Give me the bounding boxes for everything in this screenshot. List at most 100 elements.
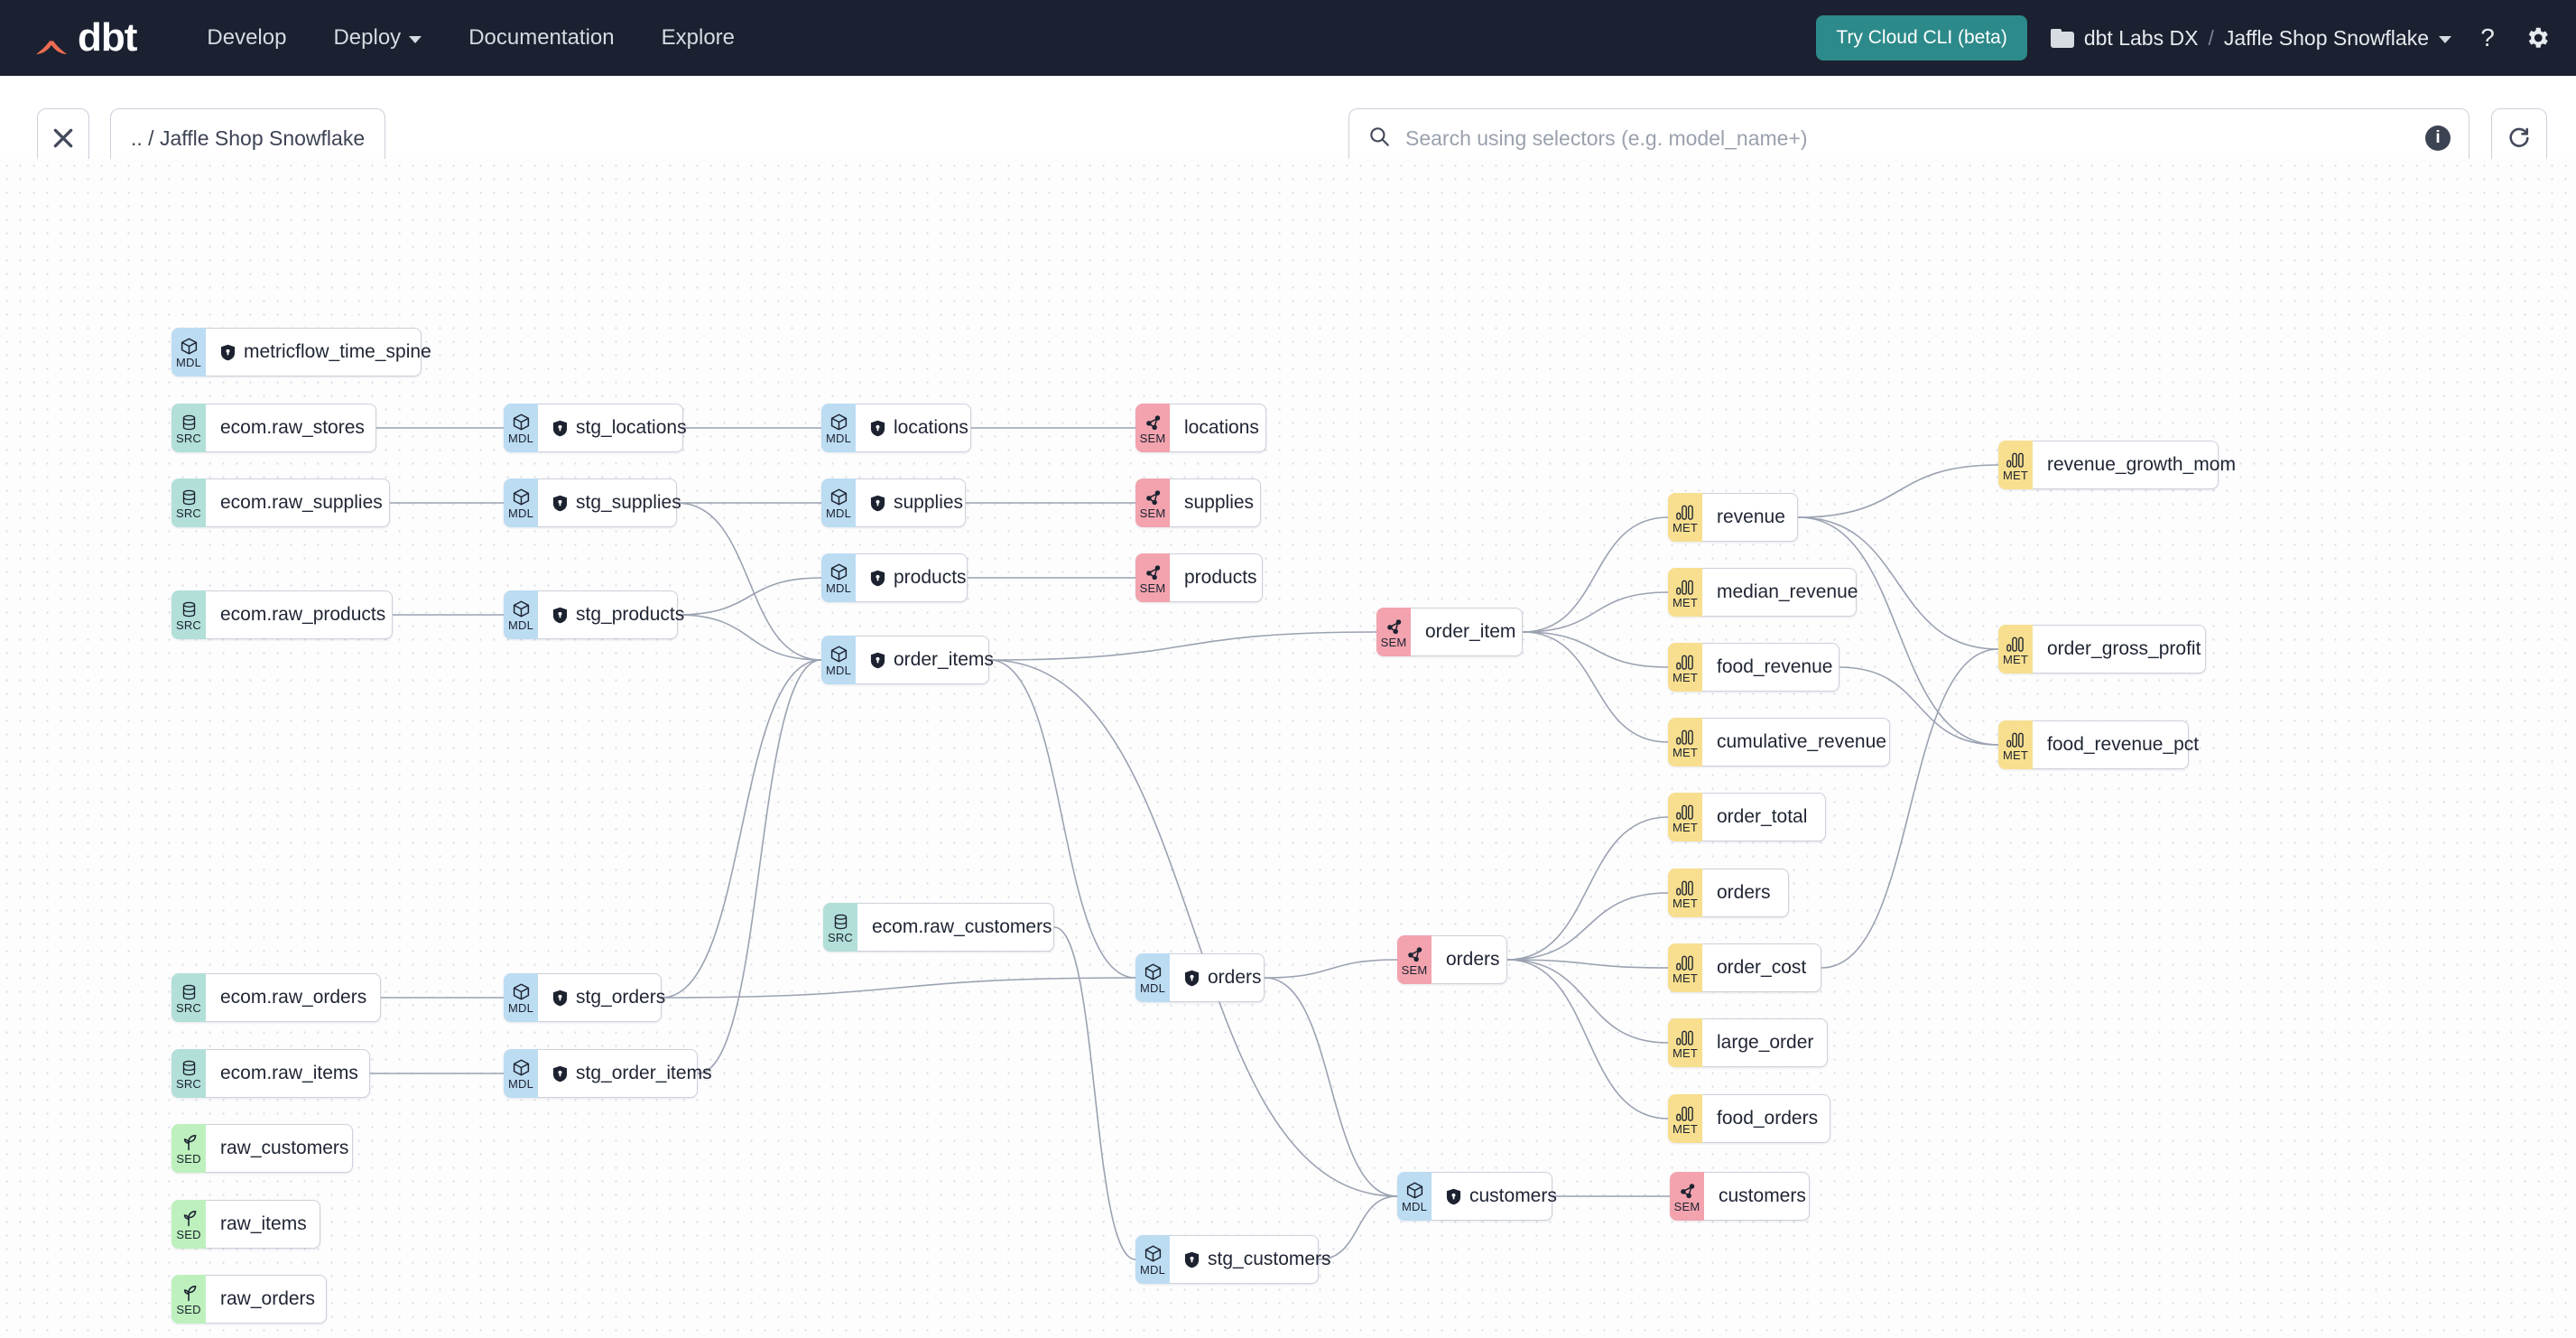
dbt-logo[interactable]: dbt (31, 17, 137, 59)
node-body: products (1170, 553, 1263, 602)
node-type-badge-src: SRC (171, 404, 206, 452)
node-body: products (856, 553, 968, 602)
lineage-edge (1821, 648, 1999, 969)
account-name: dbt Labs DX (2083, 25, 2199, 50)
node-body: stg_locations (538, 404, 687, 452)
node-type-badge-mdl: MDL (821, 636, 856, 684)
nav-deploy[interactable]: Deploy (333, 25, 422, 51)
bar-chart-icon (1675, 952, 1695, 971)
node-type-badge-src: SRC (171, 1049, 206, 1098)
lineage-edge (1264, 959, 1398, 979)
node-type-badge-src: SRC (823, 903, 857, 952)
node-type-badge-src: SRC (171, 973, 206, 1022)
node-type-label: MDL (1139, 1262, 1166, 1277)
graph-node-sem_customers[interactable]: SEM customers (1670, 1172, 1810, 1221)
project-name: Jaffle Shop Snowflake (2223, 25, 2429, 50)
cube-icon (512, 487, 531, 506)
account-project-breadcrumb[interactable]: dbt Labs DX / Jaffle Shop Snowflake (2050, 25, 2451, 51)
node-type-badge-sem: SEM (1376, 608, 1411, 656)
gear-icon[interactable] (2524, 24, 2551, 51)
node-type-label: MET (1672, 595, 1699, 609)
node-type-label: SRC (175, 1000, 202, 1015)
node-label: stg_orders (576, 987, 666, 1008)
search-bar[interactable]: i (1348, 108, 2469, 168)
node-type-label: SED (176, 1302, 201, 1316)
cube-icon (829, 487, 848, 506)
node-body: food_revenue_pct (2033, 720, 2199, 769)
seedling-icon (180, 1132, 199, 1152)
node-type-label: MET (1672, 1045, 1699, 1060)
node-type-badge-sed: SED (171, 1275, 206, 1324)
node-type-label: SEM (1401, 962, 1428, 977)
shield-icon (870, 495, 885, 512)
node-body: median_revenue (1702, 568, 1858, 617)
node-body: ecom.raw_customers (857, 903, 1054, 952)
shield-icon (870, 652, 885, 669)
node-type-badge-met: MET (1668, 1018, 1702, 1067)
node-type-badge-met: MET (1668, 943, 1702, 992)
node-body: orders (1702, 869, 1789, 917)
node-type-label: SEM (1139, 431, 1166, 445)
try-cloud-cli-button[interactable]: Try Cloud CLI (beta) (1816, 15, 2027, 60)
node-type-badge-sem: SEM (1670, 1172, 1704, 1221)
node-type-badge-sed: SED (171, 1124, 206, 1173)
nav-documentation[interactable]: Documentation (468, 25, 614, 51)
search-input[interactable] (1404, 125, 2413, 152)
node-label: customers (1719, 1185, 1806, 1206)
nav-explore[interactable]: Explore (662, 25, 735, 51)
close-button[interactable] (37, 108, 89, 168)
node-type-label: SED (176, 1151, 201, 1166)
node-body: order_gross_profit (2033, 625, 2206, 674)
nav-develop[interactable]: Develop (207, 25, 286, 51)
question-mark-icon[interactable]: ? (2475, 24, 2500, 51)
shield-icon (552, 1065, 568, 1082)
shield-icon (1184, 1251, 1200, 1268)
nav-explore-label: Explore (661, 25, 735, 50)
refresh-button[interactable] (2491, 108, 2547, 168)
breadcrumb-button[interactable]: .. / Jaffle Shop Snowflake (110, 108, 386, 168)
bar-chart-icon (1675, 576, 1695, 596)
info-icon[interactable]: i (2425, 125, 2451, 151)
node-body: stg_supplies (538, 479, 681, 527)
